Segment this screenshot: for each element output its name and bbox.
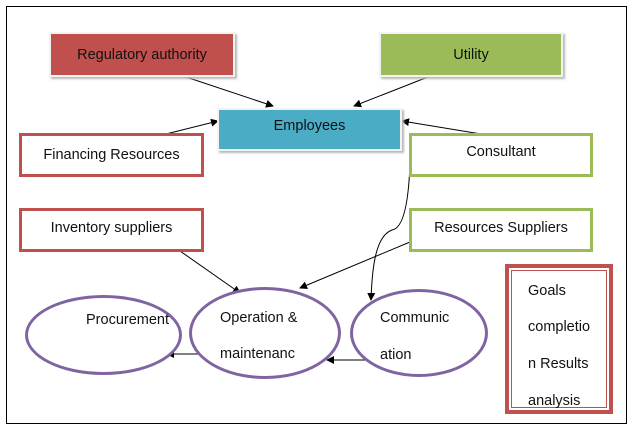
node-label-line1: Operation & (220, 310, 298, 326)
node-consultant: Consultant (409, 133, 593, 177)
node-label-line2: ation (380, 347, 412, 363)
node-label-line1: Communic (380, 310, 450, 326)
node-procurement: Procurement (25, 295, 182, 375)
node-communication: Communic ation (350, 289, 488, 377)
edge-inventory-operation (179, 250, 241, 294)
node-label: Procurement (86, 312, 170, 328)
goals-line: completio (528, 319, 591, 335)
edge-regulatory-employees (179, 74, 274, 108)
goals-line: analysis (528, 393, 581, 409)
node-label: Resources Suppliers (434, 220, 568, 236)
node-label: Employees (273, 118, 346, 134)
node-operation-maintenance: Operation & maintenanc (189, 287, 341, 379)
node-label: Financing Resources (43, 147, 180, 163)
diagram-frame (6, 6, 627, 424)
goals-line: n Results (528, 356, 589, 372)
goals-line: Goals (528, 283, 566, 299)
node-inventory-suppliers: Inventory suppliers (19, 208, 204, 252)
node-employees: Employees (217, 108, 402, 151)
edge-utility-employees (353, 74, 434, 108)
node-label: Consultant (466, 144, 536, 160)
node-resources-suppliers: Resources Suppliers (409, 208, 593, 252)
node-label: Inventory suppliers (50, 220, 173, 236)
edge-financing-employees (165, 118, 219, 135)
node-label: Utility (453, 46, 489, 63)
node-label: Regulatory authority (77, 46, 207, 63)
node-goals-completion: Goals completio n Results analysis (505, 264, 613, 414)
edge-resources-operation (299, 241, 411, 289)
edge-consultant-communication (367, 161, 411, 301)
goals-inner-border: Goals completio n Results analysis (511, 270, 607, 409)
node-regulatory-authority: Regulatory authority (49, 32, 235, 77)
node-financing-resources: Financing Resources (19, 133, 204, 177)
node-label-line2: maintenanc (220, 346, 295, 362)
edge-consultant-employees (401, 118, 482, 135)
node-utility: Utility (379, 32, 563, 77)
